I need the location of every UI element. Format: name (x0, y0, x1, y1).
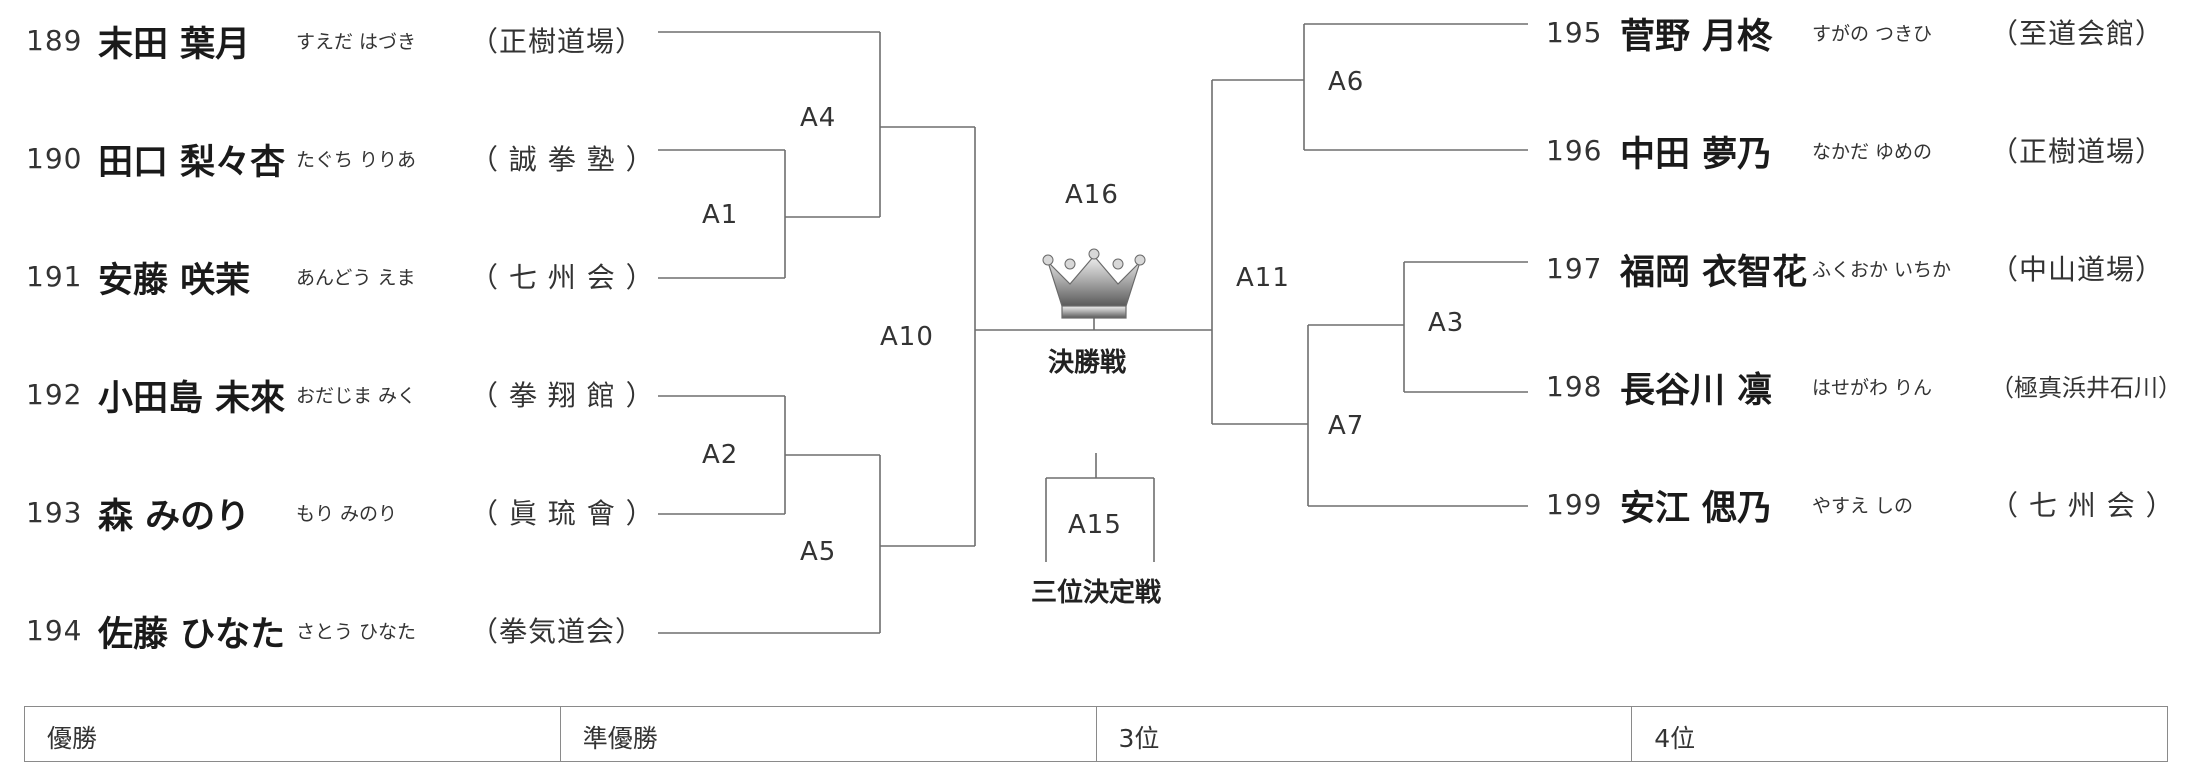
entry-kana: やすえ しの (1812, 495, 1914, 517)
entry-kana: なかだ ゆめの (1812, 141, 1933, 163)
match-label-a6: A6 (1328, 67, 1365, 97)
entry-kana: はせがわ りん (1812, 377, 1933, 399)
entry-kana: おだじま みく (296, 385, 417, 407)
result-cell-runner-up: 準優勝 (561, 707, 1097, 761)
entry-number: 197 (1546, 252, 1603, 285)
entry-number: 196 (1546, 134, 1603, 167)
entry-name: 佐藤 ひなた (98, 615, 286, 655)
entry-name: 森 みのり (98, 497, 251, 537)
entry-number: 189 (26, 24, 83, 57)
match-label-a3: A3 (1428, 308, 1465, 338)
result-cell-fourth: 4位 (1654, 724, 1696, 753)
entry-name: 小田島 未來 (98, 379, 286, 419)
entry-number: 198 (1546, 370, 1603, 403)
entry-kana: さとう ひなた (296, 621, 417, 643)
match-label-a2: A2 (702, 440, 739, 470)
entry-number: 193 (26, 496, 83, 529)
entry-number: 192 (26, 378, 83, 411)
crown-icon (1042, 248, 1146, 319)
result-cell-third: 3位 (1097, 707, 1633, 761)
entry-dojo: （拳気道会） (470, 615, 645, 648)
entry-name: 長谷川 凛 (1620, 371, 1773, 411)
match-label-a1: A1 (702, 200, 739, 230)
entry-dojo: （ 七 州 会 ） (470, 261, 655, 294)
match-label-a15: A15 (1068, 510, 1122, 540)
entry-kana: たぐち りりあ (296, 149, 417, 171)
entry-name: 安江 偲乃 (1620, 489, 1773, 529)
results-table: 優勝 準優勝 3位 4位 (24, 706, 2168, 762)
entry-kana: すえだ はづき (296, 31, 417, 53)
bracket-lines (658, 23, 1528, 634)
entry-kana: もり みのり (296, 503, 398, 525)
match-label-a10: A10 (880, 322, 934, 352)
entry-dojo: （極真浜井石川） (1990, 374, 2182, 402)
entry-dojo: （ 誠 拳 塾 ） (470, 143, 655, 176)
entry-number: 190 (26, 142, 83, 175)
entry-name: 中田 夢乃 (1620, 135, 1773, 175)
match-label-a7: A7 (1328, 411, 1365, 441)
entry-number: 191 (26, 260, 83, 293)
match-label-a16: A16 (1065, 180, 1119, 210)
third-place-label: 三位決定戦 (1031, 578, 1162, 608)
entry-dojo: （中山道場） (1990, 253, 2165, 286)
entry-name: 安藤 咲茉 (98, 261, 251, 301)
entry-kana: あんどう えま (296, 267, 416, 289)
entry-dojo: （正樹道場） (1990, 135, 2165, 168)
entry-number: 195 (1546, 16, 1603, 49)
final-label: 決勝戦 (1048, 348, 1127, 378)
match-label-a11: A11 (1236, 263, 1290, 293)
match-label-a5: A5 (800, 537, 837, 567)
entry-dojo: （ 七 州 会 ） (1990, 489, 2175, 522)
result-cell-winner: 優勝 (25, 707, 561, 761)
entry-kana: すがの つきひ (1812, 23, 1933, 45)
entry-name: 田口 梨々杏 (98, 143, 286, 183)
entry-dojo: （至道会館） (1990, 17, 2165, 50)
entry-dojo: （ 眞 琉 會 ） (470, 497, 655, 530)
entry-number: 194 (26, 614, 83, 647)
entry-dojo: （正樹道場） (470, 25, 645, 58)
entry-number: 199 (1546, 488, 1603, 521)
match-label-a4: A4 (800, 103, 837, 133)
entry-name: 福岡 衣智花 (1620, 253, 1808, 293)
entry-dojo: （ 拳 翔 館 ） (470, 379, 655, 412)
entry-kana: ふくおか いちか (1812, 259, 1952, 281)
entry-name: 菅野 月柊 (1620, 17, 1773, 57)
entry-name: 末田 葉月 (98, 25, 251, 65)
